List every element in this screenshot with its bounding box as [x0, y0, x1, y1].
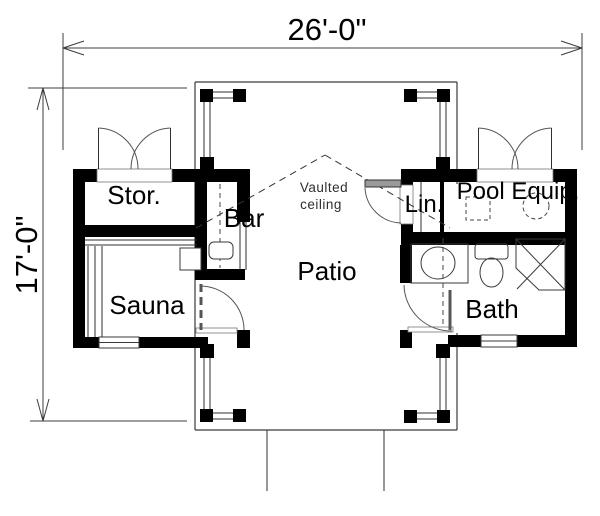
- room-label-pool-equipment: Pool Equip.: [457, 178, 580, 205]
- bar-sink: [208, 241, 234, 260]
- wall-openings: [96, 168, 554, 334]
- pool-equipment-dashed-box: [465, 196, 491, 221]
- height-dimension: 17'-0": [9, 87, 187, 422]
- sauna-bench: [85, 239, 197, 337]
- vaulted-ceiling-note: Vaulted ceiling: [300, 180, 348, 212]
- width-dimension: 26'-0": [62, 12, 583, 150]
- left-wing-walls: [73, 169, 250, 348]
- storage-door-opening: [96, 168, 173, 183]
- room-label-bar: Bar: [224, 203, 265, 233]
- linen-door: [364, 179, 402, 224]
- pool-equip-double-door: [478, 127, 552, 170]
- arrowhead-left-icon: [62, 40, 85, 56]
- shower: [515, 238, 566, 291]
- linen-door-opening: [399, 184, 414, 225]
- vaulted-ceiling-note-line2: ceiling: [300, 197, 342, 212]
- toilet: [474, 243, 509, 288]
- room-label-sauna: Sauna: [109, 290, 185, 320]
- storage-double-door: [98, 127, 171, 170]
- patio-columns: [200, 89, 450, 423]
- room-label-patio: Patio: [297, 256, 356, 286]
- sauna-window: [98, 336, 140, 349]
- bar-counter: [219, 184, 247, 270]
- patio-beams: [203, 91, 447, 420]
- vanity: [410, 238, 469, 326]
- sauna-door-threshold: [195, 327, 238, 334]
- vaulted-ceiling-ridge-lines: [195, 154, 451, 229]
- walkway-lines: [266, 430, 385, 491]
- bath-window: [480, 334, 518, 348]
- arrowhead-down-icon: [36, 398, 50, 422]
- height-dimension-label: 17'-0": [9, 216, 44, 295]
- room-label-linen: Lin.: [405, 191, 444, 218]
- arrowhead-right-icon: [560, 40, 583, 56]
- patio-outline: [194, 81, 458, 431]
- sauna-heater: [179, 247, 202, 271]
- arrowhead-up-icon: [36, 87, 50, 111]
- sauna-door: [199, 284, 245, 331]
- vanity-sink: [420, 246, 456, 280]
- bath-door: [403, 284, 453, 332]
- room-label-storage: Stor.: [107, 180, 160, 210]
- room-label-bath: Bath: [465, 294, 519, 324]
- pool-heater-dashed-circle: [522, 192, 550, 220]
- vaulted-ceiling-note-line1: Vaulted: [300, 180, 348, 195]
- width-dimension-label: 26'-0": [288, 12, 367, 47]
- pool-equip-door-opening: [476, 168, 554, 183]
